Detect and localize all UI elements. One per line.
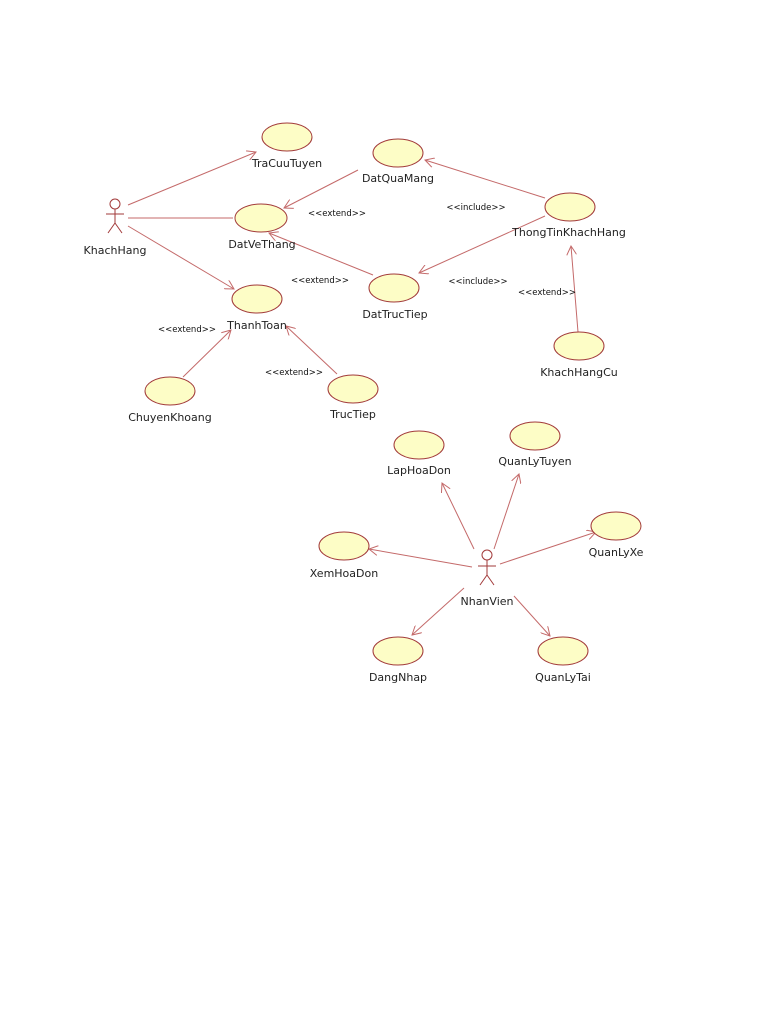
use-case-datvethang[interactable]: DatVeThang <box>228 203 296 251</box>
stereotype-label: <<extend>> <box>158 325 216 335</box>
stereotype-label: <<extend>> <box>291 276 349 286</box>
edge-tructiep-thanhtoan <box>286 326 338 375</box>
use-case-chuyenkhoang[interactable]: ChuyenKhoang <box>128 376 212 424</box>
edge-nhanvien-xemhoadon <box>369 549 473 568</box>
use-case-label: DatVeThang <box>228 238 295 251</box>
use-case-dangnhap[interactable]: DangNhap <box>369 636 427 684</box>
use-case-thanhtoan[interactable]: ThanhToan <box>226 284 287 332</box>
actor-nhanvien[interactable]: NhanVien <box>461 549 514 608</box>
use-case-label: KhachHangCu <box>540 366 618 379</box>
actor-khachhang[interactable]: KhachHang <box>84 198 147 257</box>
use-case-datquamang[interactable]: DatQuaMang <box>362 138 434 185</box>
actor-label: NhanVien <box>461 595 514 608</box>
use-case-tructiep[interactable]: TrucTiep <box>327 374 379 421</box>
edge-khachhang-tracuutuyen <box>127 152 256 206</box>
use-case-label: ChuyenKhoang <box>128 411 211 424</box>
use-case-label: LapHoaDon <box>387 464 451 477</box>
use-case-xemhoadon[interactable]: XemHoaDon <box>310 531 378 580</box>
edge-nhanvien-dangnhap <box>412 587 465 635</box>
edge-datquamang-datvethang <box>284 169 359 208</box>
use-case-label: QuanLyXe <box>589 546 644 559</box>
use-case-label: QuanLyTuyen <box>498 455 571 468</box>
edge-thongtinkhachhang-datquamang <box>425 160 546 199</box>
use-case-thongtinkhachhang[interactable]: ThongTinKhachHang <box>511 192 626 239</box>
use-case-laphoadon[interactable]: LapHoaDon <box>387 430 451 477</box>
edge-nhanvien-quanlyxe <box>499 532 596 565</box>
use-case-quanlytai[interactable]: QuanLyTai <box>535 636 591 684</box>
stereotype-label: <<include>> <box>446 203 505 213</box>
use-case-quanlytuyen[interactable]: QuanLyTuyen <box>498 421 572 468</box>
edge-khachhang-thanhtoan <box>127 225 234 289</box>
stick-figure-icon <box>106 198 124 234</box>
use-case-label: ThanhToan <box>226 319 287 332</box>
stereotype-label: <<extend>> <box>308 209 366 219</box>
stereotype-label: <<include>> <box>448 277 507 287</box>
edge-thongtinkhachhang-dattructiep <box>419 215 546 273</box>
actor-label: KhachHang <box>84 244 147 257</box>
use-case-label: TrucTiep <box>329 408 376 421</box>
stereotype-label: <<extend>> <box>265 368 323 378</box>
edge-dattructiep-datvethang <box>269 233 374 276</box>
use-case-dattructiep[interactable]: DatTrucTiep <box>362 273 428 321</box>
edge-nhanvien-laphoadon <box>442 483 475 550</box>
use-case-quanlyxe[interactable]: QuanLyXe <box>589 511 644 559</box>
edge-nhanvien-quanlytuyen <box>493 474 519 550</box>
use-case-label: DangNhap <box>369 671 427 684</box>
use-case-label: TraCuuTuyen <box>251 157 322 170</box>
edge-khachhangcu-thongtinkhachhang <box>571 246 579 333</box>
stereotype-label: <<extend>> <box>518 288 576 298</box>
use-case-tracuutuyen[interactable]: TraCuuTuyen <box>251 122 322 170</box>
use-case-label: XemHoaDon <box>310 567 378 580</box>
use-case-label: ThongTinKhachHang <box>511 226 626 239</box>
use-case-label: DatTrucTiep <box>362 308 427 321</box>
use-case-label: DatQuaMang <box>362 172 434 185</box>
edge-chuyenkhoang-thanhtoan <box>182 330 231 378</box>
use-case-label: QuanLyTai <box>535 671 591 684</box>
use-case-khachhangcu[interactable]: KhachHangCu <box>540 331 618 379</box>
stick-figure-icon <box>478 549 496 586</box>
edge-nhanvien-quanlytai <box>513 595 550 636</box>
